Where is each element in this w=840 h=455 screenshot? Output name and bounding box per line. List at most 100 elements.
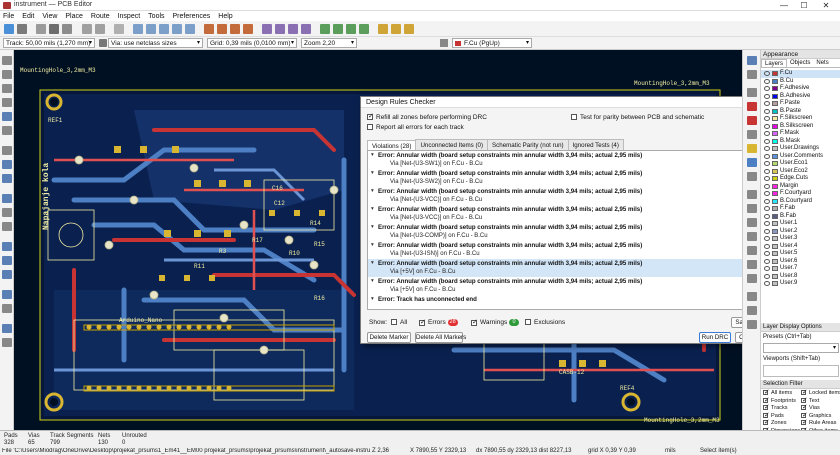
parity-option[interactable]: Test for parity between PCB and schemati… [571,114,704,121]
zoom-fit-icon[interactable] [172,24,182,34]
layer-color-swatch[interactable] [772,153,778,159]
menu-file[interactable]: File [3,12,15,20]
filter-checkbox[interactable] [763,388,770,396]
layer-color-swatch[interactable] [772,258,778,264]
ratsnest-icon[interactable] [2,160,12,169]
measure-icon[interactable] [747,320,757,329]
appearance-panel-icon[interactable] [2,324,12,333]
filter-option[interactable]: Footprints [763,396,801,406]
layer-item[interactable]: Margin [761,183,840,191]
redo-icon[interactable] [95,24,105,34]
show-all-option[interactable]: All [391,319,407,326]
layer-item[interactable]: F.Adhesive [761,85,840,93]
layer-item[interactable]: User.Comments [761,153,840,161]
tune-length-icon[interactable] [747,130,757,139]
filter-checkbox[interactable] [801,403,808,411]
minimize-button[interactable]: — [780,1,788,10]
pads-outline-icon[interactable] [2,242,12,251]
visibility-eye-icon[interactable] [764,161,770,167]
layer-item[interactable]: User.4 [761,243,840,251]
tracks-outline-icon[interactable] [2,270,12,279]
filter-checkbox[interactable] [763,403,770,411]
draw-line-icon[interactable] [747,190,757,199]
board-setup-icon[interactable] [4,24,14,34]
expand-arrow-icon[interactable]: ▾ [371,242,374,248]
layer-item[interactable]: User.9 [761,280,840,288]
expand-arrow-icon[interactable]: ▾ [371,278,374,284]
visibility-eye-icon[interactable] [764,168,770,174]
polar-coords-icon[interactable] [2,84,12,93]
filter-checkbox[interactable] [801,411,808,419]
filter-option[interactable]: Locked items [801,388,840,398]
visibility-eye-icon[interactable] [764,273,770,279]
parity-checkbox[interactable] [571,114,577,121]
layer-item[interactable]: B.Adhesive [761,93,840,101]
layer-item[interactable]: F.Courtyard [761,190,840,198]
visibility-eye-icon[interactable] [764,206,770,212]
violation-item[interactable]: ▾Error: Annular width (board setup const… [368,223,758,241]
grid-select[interactable]: Grid: 0,39 mils (0,0100 mm)▾ [207,38,297,48]
layer-item[interactable]: Edge.Cuts [761,175,840,183]
visibility-eye-icon[interactable] [764,228,770,234]
visibility-eye-icon[interactable] [764,93,770,99]
zones-outline-icon[interactable] [2,208,12,217]
expand-arrow-icon[interactable]: ▾ [371,260,374,266]
add-via-icon[interactable] [747,144,757,153]
visibility-eye-icon[interactable] [764,71,770,77]
expand-arrow-icon[interactable]: ▾ [371,170,374,176]
maximize-button[interactable]: ☐ [800,1,808,10]
filter-option[interactable]: Rule Areas [801,418,839,428]
rule-area-icon[interactable] [747,172,757,181]
visibility-eye-icon[interactable] [764,176,770,182]
lock-icon[interactable] [288,24,298,34]
filter-option[interactable]: Graphics [801,411,839,421]
netlist-icon[interactable] [320,24,330,34]
layer-color-swatch[interactable] [772,228,778,234]
zoom-in-icon[interactable] [146,24,156,34]
layer-item[interactable]: User.Drawings [761,145,840,153]
layer-item[interactable]: F.Cu [761,70,840,78]
layer-item[interactable]: User.Eco2 [761,168,840,176]
layer-item[interactable]: User.7 [761,265,840,273]
visibility-eye-icon[interactable] [764,258,770,264]
layer-item[interactable]: User.3 [761,235,840,243]
search-icon[interactable] [114,24,124,34]
scripting-icon[interactable] [404,24,414,34]
layer-item[interactable]: B.Paste [761,108,840,116]
high-contrast-icon[interactable] [2,290,12,299]
tab-ignored-tests[interactable]: Ignored Tests (4) [567,139,624,151]
page-settings-icon[interactable] [36,24,46,34]
print-icon[interactable] [49,24,59,34]
add-text-icon[interactable] [747,260,757,269]
layer-color-swatch[interactable] [772,93,778,99]
visibility-eye-icon[interactable] [764,86,770,92]
violation-item[interactable]: ▾Error: Annular width (board setup const… [368,259,758,277]
layer-color-swatch[interactable] [772,168,778,174]
save-icon[interactable] [17,24,27,34]
route-diff-pair-icon[interactable] [747,116,757,125]
visibility-eye-icon[interactable] [764,153,770,159]
layer-item[interactable]: User.1 [761,220,840,228]
origin-icon[interactable] [747,306,757,315]
tab-violations[interactable]: Violations (28) [367,140,417,152]
menu-place[interactable]: Place [65,12,83,20]
tab-nets[interactable]: Nets [816,60,829,66]
millimeters-icon[interactable] [2,126,12,135]
show-errors-option[interactable]: Errors 28 [419,318,458,326]
refill-zones-option[interactable]: Refill all zones before performing DRC [367,112,487,121]
visibility-eye-icon[interactable] [764,236,770,242]
ungroup-icon[interactable] [275,24,285,34]
via-size-select[interactable]: Via: use netclass sizes▾ [108,38,203,48]
inches-icon[interactable] [2,98,12,107]
drc-icon[interactable] [378,24,388,34]
layer-item[interactable]: User.6 [761,258,840,266]
show-warnings-option[interactable]: Warnings 0 [471,318,520,326]
zones-hidden-icon[interactable] [2,222,12,231]
filter-option[interactable]: Pads [763,411,801,421]
select-tool-icon[interactable] [747,56,757,65]
presets-select[interactable]: ▾ [763,343,839,353]
delete-marker-button[interactable]: Delete Marker [367,332,411,343]
layer-color-swatch[interactable] [772,221,778,227]
vias-outline-icon[interactable] [2,256,12,265]
filter-checkbox[interactable] [801,396,808,404]
